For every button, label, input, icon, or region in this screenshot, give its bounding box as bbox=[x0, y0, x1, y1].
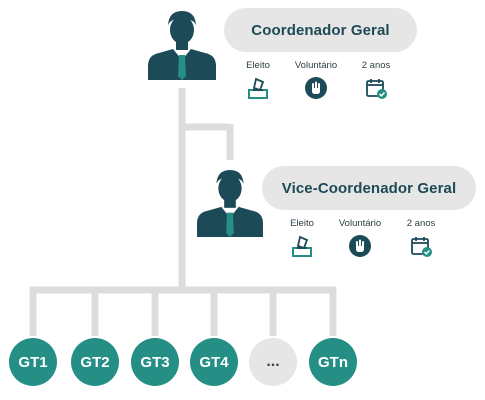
vice-coordinator-attr-term: 2 anos bbox=[391, 218, 451, 258]
working-group-gt1: GT1 bbox=[9, 338, 57, 386]
attr-label: Eleito bbox=[246, 60, 270, 71]
coordinator-attr-elected: Eleito bbox=[228, 60, 288, 100]
vice-coordinator-avatar bbox=[197, 169, 263, 237]
working-group-gt4: GT4 bbox=[190, 338, 238, 386]
calendar-check-icon bbox=[366, 79, 387, 99]
attr-label: 2 anos bbox=[406, 218, 436, 229]
attr-label: Voluntário bbox=[294, 60, 338, 71]
coordinator-attr-term: 2 anos bbox=[346, 60, 406, 100]
working-group-gt3: GT3 bbox=[131, 338, 179, 386]
attr-label: Eleito bbox=[290, 218, 314, 229]
coordinator-attr-volunteer: Voluntário bbox=[286, 60, 346, 100]
coordinator-title-pill: Coordenador Geral bbox=[224, 8, 417, 52]
calendar-check-icon bbox=[411, 237, 432, 257]
attr-label: 2 anos bbox=[361, 60, 391, 71]
raised-hand-icon bbox=[349, 235, 371, 257]
coordinator-avatar bbox=[148, 11, 216, 80]
working-group-gt2: GT2 bbox=[71, 338, 119, 386]
ballot-box-icon bbox=[248, 77, 268, 99]
ballot-box-icon bbox=[292, 235, 312, 257]
vice-coordinator-title-pill: Vice-Coordenador Geral bbox=[262, 166, 476, 210]
raised-hand-icon bbox=[305, 77, 327, 99]
vice-coordinator-attr-volunteer: Voluntário bbox=[330, 218, 390, 258]
attr-label: Voluntário bbox=[338, 218, 382, 229]
vice-coordinator-attr-elected: Eleito bbox=[272, 218, 332, 258]
working-group-gtn: GTn bbox=[309, 338, 357, 386]
working-group-more: ... bbox=[249, 338, 297, 386]
